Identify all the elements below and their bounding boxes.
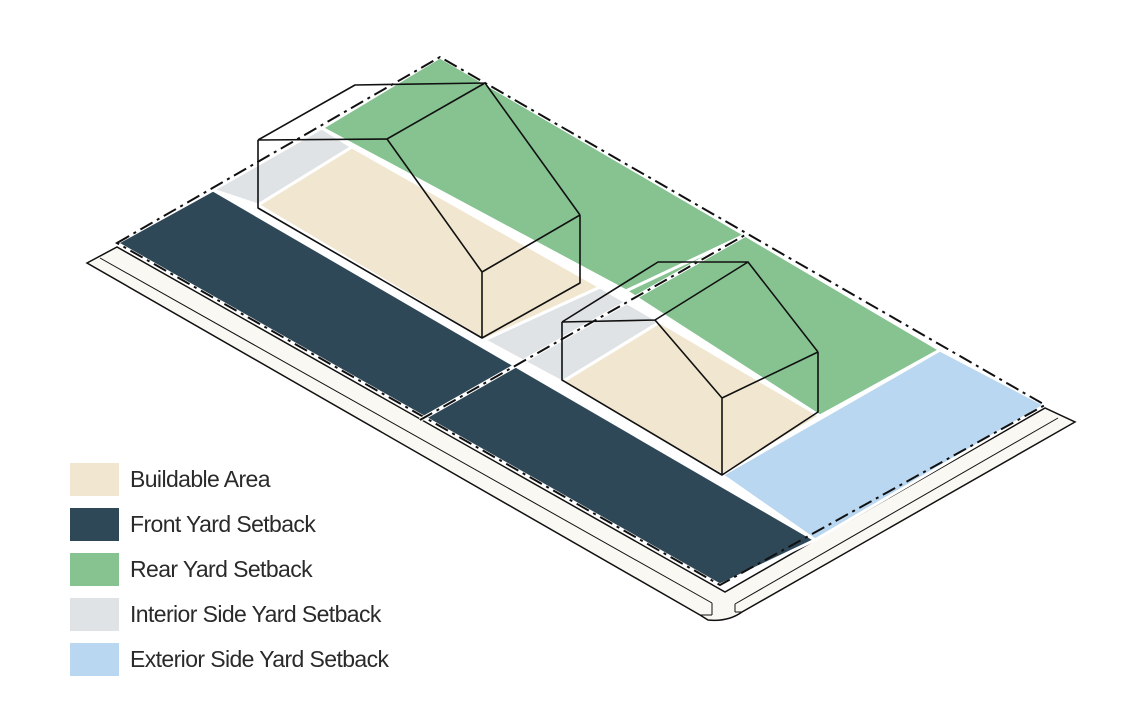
legend-swatch <box>70 643 119 676</box>
legend-item-rear-yard-setback: Rear Yard Setback <box>70 547 388 592</box>
legend-swatch <box>70 553 119 586</box>
sidewalk-corner-cuts <box>700 603 742 616</box>
lot-boundary <box>114 55 1048 587</box>
house-2-outline <box>561 261 819 476</box>
legend-label: Interior Side Yard Setback <box>130 601 381 627</box>
legend-swatch <box>70 463 119 496</box>
house-1-outline <box>257 82 581 339</box>
lot-divider-dashed <box>419 234 746 421</box>
legend-label: Front Yard Setback <box>130 511 316 537</box>
exterior-side-yard-setback <box>719 348 1049 542</box>
legend-swatch <box>70 508 119 541</box>
legend-label: Buildable Area <box>130 466 271 492</box>
sidewalk <box>85 246 1077 622</box>
legend: Buildable Area Front Yard Setback Rear Y… <box>70 457 389 682</box>
legend-swatch <box>70 598 119 631</box>
legend-item-interior-side-yard-setback: Interior Side Yard Setback <box>70 592 388 637</box>
legend-label: Rear Yard Setback <box>130 556 313 582</box>
sidewalk-inner-line <box>99 257 1059 605</box>
legend-item-exterior-side-yard-setback: Exterior Side Yard Setback <box>70 637 389 682</box>
legend-item-front-yard-setback: Front Yard Setback <box>70 502 388 547</box>
legend-label: Exterior Side Yard Setback <box>130 646 389 672</box>
legend-item-buildable-area: Buildable Area <box>70 457 388 502</box>
